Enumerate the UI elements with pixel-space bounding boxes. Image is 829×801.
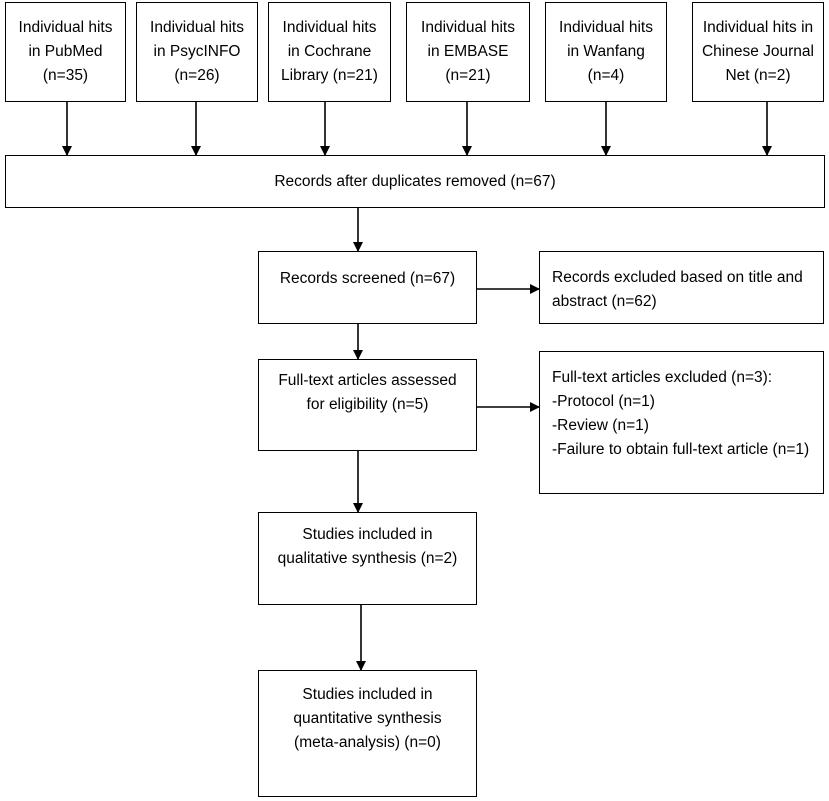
source-box-embase: Individual hits in EMBASE (n=21) [406, 2, 530, 102]
source-pubmed-label: Individual hits in PubMed (n=35) [18, 19, 113, 84]
duplicates-removed-box: Records after duplicates removed (n=67) [5, 155, 825, 208]
source-box-psycinfo: Individual hits in PsycINFO (n=26) [136, 2, 258, 102]
source-psycinfo-label: Individual hits in PsycINFO (n=26) [150, 19, 244, 84]
source-box-cochrane: Individual hits in Cochrane Library (n=2… [268, 2, 391, 102]
qualitative-synthesis-label: Studies included in qualitative synthesi… [277, 525, 458, 567]
source-chinese-journal-net-label: Individual hits in Chinese Journal Net (… [701, 19, 814, 84]
excluded-title-abstract-box: Records excluded based on title and abst… [539, 251, 824, 324]
quantitative-synthesis-label: Studies included in quantitative synthes… [293, 685, 442, 751]
fulltext-excluded-heading: Full-text articles excluded (n=3): [552, 369, 773, 386]
fulltext-assessed-box: Full-text articles assessed for eligibil… [258, 359, 477, 451]
fulltext-assessed-label: Full-text articles assessed for eligibil… [278, 372, 457, 413]
fulltext-excluded-box: Full-text articles excluded (n=3): -Prot… [539, 351, 824, 494]
quantitative-synthesis-box: Studies included in quantitative synthes… [258, 670, 477, 797]
records-screened-box: Records screened (n=67) [258, 251, 477, 324]
excluded-title-abstract-label: Records excluded based on title and abst… [552, 269, 803, 310]
source-box-chinese-journal-net: Individual hits in Chinese Journal Net (… [692, 2, 824, 102]
exclusion-reason-protocol: -Protocol (n=1) [552, 393, 655, 410]
source-box-wanfang: Individual hits in Wanfang (n=4) [545, 2, 667, 102]
exclusion-reason-review: -Review (n=1) [552, 417, 649, 434]
source-box-pubmed: Individual hits in PubMed (n=35) [5, 2, 126, 102]
records-screened-label: Records screened (n=67) [279, 269, 456, 287]
source-cochrane-label: Individual hits in Cochrane Library (n=2… [281, 19, 378, 84]
source-embase-label: Individual hits in EMBASE (n=21) [421, 19, 515, 84]
source-wanfang-label: Individual hits in Wanfang (n=4) [559, 19, 653, 84]
qualitative-synthesis-box: Studies included in qualitative synthesi… [258, 512, 477, 605]
duplicates-removed-label: Records after duplicates removed (n=67) [274, 172, 556, 190]
exclusion-reason-failure: -Failure to obtain full-text article (n=… [552, 441, 810, 458]
